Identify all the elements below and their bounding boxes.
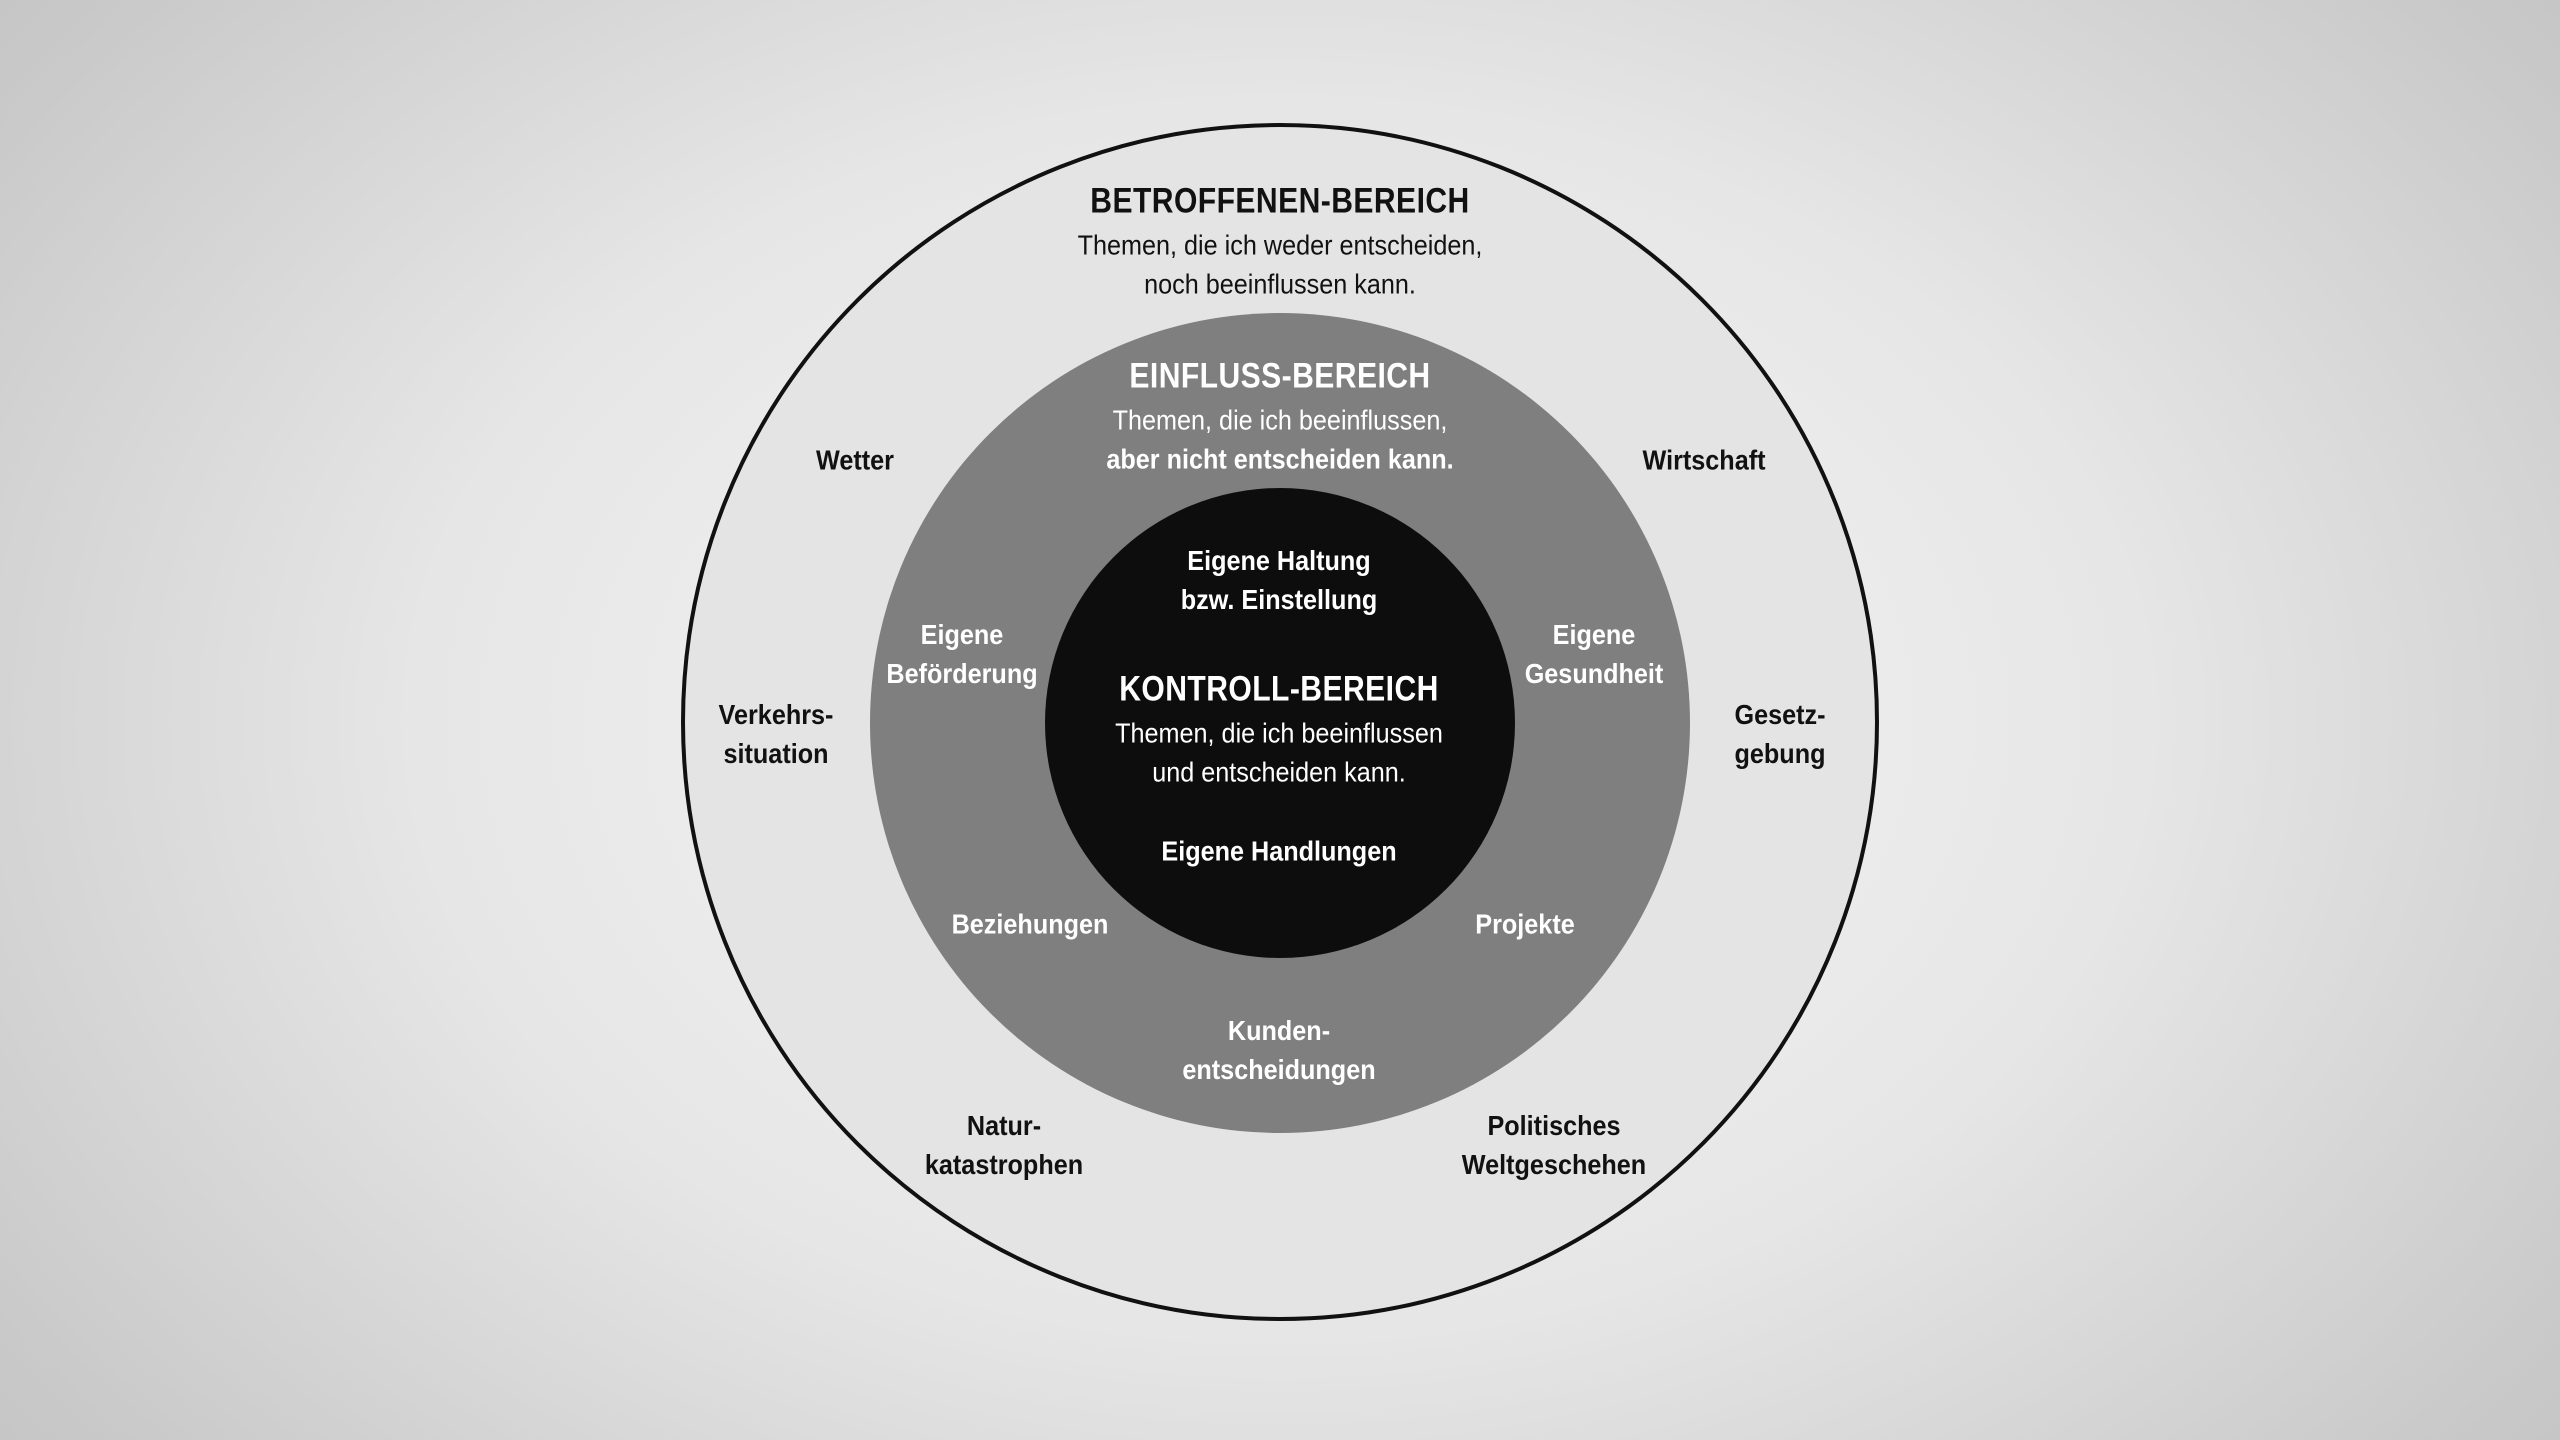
outer-item-politik-line1: Politisches [1487, 1109, 1621, 1141]
middle-item-beziehungen: Beziehungen [943, 904, 1117, 943]
inner-item-haltung-line2: bzw. Einstellung [1180, 584, 1378, 615]
kontroll-bereich-circle [1045, 488, 1515, 958]
betroffenen-bereich-header: BETROFFENEN-BEREICH Themen, die ich wede… [1055, 176, 1505, 303]
middle-item-gesundheit-line1: Eigene [1552, 618, 1636, 650]
outer-item-verkehr-line1: Verkehrs- [718, 698, 834, 730]
einfluss-bereich-title: EINFLUSS-BEREICH [1129, 356, 1431, 396]
einfluss-bereich-desc-line1: Themen, die ich beeinflussen, [1112, 404, 1448, 436]
betroffenen-bereich-desc-line1: Themen, die ich weder entscheiden, [1077, 229, 1483, 261]
outer-item-natur-line1: Natur- [966, 1109, 1042, 1141]
kontroll-bereich-title: KONTROLL-BEREICH [1119, 669, 1439, 709]
outer-item-wetter: Wetter [812, 440, 899, 479]
outer-item-gesetzgebung: Gesetz- gebung [1729, 695, 1830, 773]
outer-item-politisches-weltgeschehen: Politisches Weltgeschehen [1452, 1106, 1657, 1184]
middle-item-projekte-label: Projekte [1475, 908, 1575, 940]
outer-item-verkehr-line2: situation [723, 738, 829, 769]
middle-item-gesundheit-line2: Gesundheit [1524, 658, 1664, 689]
middle-item-befoerderung-line1: Eigene [920, 618, 1004, 650]
outer-item-natur-line2: katastrophen [924, 1149, 1084, 1180]
outer-item-gesetz-line2: gebung [1734, 738, 1826, 769]
outer-item-politik-line2: Weltgeschehen [1461, 1149, 1647, 1180]
outer-item-verkehrssituation: Verkehrs- situation [712, 695, 840, 773]
middle-item-kunden-line2: entscheidungen [1182, 1054, 1376, 1085]
kontroll-bereich-desc-line1: Themen, die ich beeinflussen [1115, 717, 1443, 749]
einfluss-bereich-header: EINFLUSS-BEREICH Themen, die ich beeinfl… [1087, 351, 1473, 478]
middle-item-eigene-gesundheit: Eigene Gesundheit [1517, 615, 1671, 693]
inner-item-eigene-handlungen: Eigene Handlungen [1148, 831, 1409, 870]
kontroll-bereich-header: KONTROLL-BEREICH Themen, die ich beeinfl… [1093, 664, 1465, 791]
outer-item-wirtschaft-label: Wirtschaft [1642, 444, 1766, 476]
inner-item-handlungen-label: Eigene Handlungen [1161, 835, 1397, 867]
einfluss-bereich-desc-line2: aber nicht entscheiden kann. [1106, 443, 1454, 475]
outer-item-wirtschaft: Wirtschaft [1636, 440, 1773, 479]
kontroll-bereich-desc-line2: und entscheiden kann. [1152, 756, 1406, 788]
betroffenen-bereich-title: BETROFFENEN-BEREICH [1090, 181, 1470, 221]
middle-item-beziehungen-label: Beziehungen [951, 908, 1109, 940]
outer-item-gesetz-line1: Gesetz- [1734, 698, 1826, 730]
middle-item-eigene-befoerderung: Eigene Beförderung [878, 615, 1046, 693]
outer-item-naturkatastrophen: Natur- katastrophen [916, 1106, 1092, 1184]
middle-item-kundenentscheidungen: Kunden- entscheidungen [1172, 1011, 1387, 1089]
middle-item-kunden-line1: Kunden- [1227, 1014, 1331, 1046]
inner-item-haltung-line1: Eigene Haltung [1187, 544, 1371, 576]
betroffenen-bereich-desc-line2: noch beeinflussen kann. [1144, 268, 1416, 300]
middle-item-projekte: Projekte [1470, 904, 1581, 943]
inner-item-eigene-haltung: Eigene Haltung bzw. Einstellung [1170, 541, 1388, 619]
middle-item-befoerderung-line2: Beförderung [886, 658, 1038, 689]
outer-item-wetter-label: Wetter [816, 444, 894, 476]
